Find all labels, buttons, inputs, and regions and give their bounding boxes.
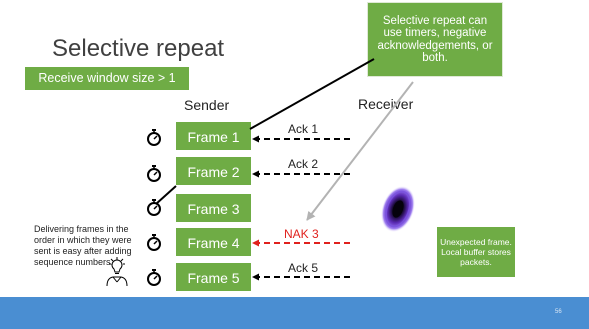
receive-window-label: Receive window size > 1 [25, 67, 189, 90]
frame-1: Frame 1 [176, 122, 251, 152]
lightbulb-person-icon [106, 257, 128, 287]
gray-pointer-arrow [306, 81, 414, 221]
unexpected-frame-text: Unexpected frame. Local buffer stores pa… [440, 237, 512, 267]
stopwatch-icon [147, 129, 161, 146]
timeout-slash-line [155, 185, 177, 205]
slide-title: Selective repeat [52, 35, 225, 62]
stopwatch-icon [147, 234, 161, 251]
frame-2: Frame 2 [176, 157, 251, 187]
ack-2-label: Ack 2 [288, 157, 319, 171]
footer-bar [0, 297, 589, 329]
black-hole-icon [380, 185, 416, 233]
selective-repeat-callout: Selective repeat can use timers, negativ… [367, 2, 503, 77]
frame-4: Frame 4 [176, 228, 251, 258]
frame-3: Frame 3 [176, 194, 251, 224]
stopwatch-icon [147, 269, 161, 286]
frame-5: Frame 5 [176, 263, 251, 293]
unexpected-frame-box: Unexpected frame. Local buffer stores pa… [437, 227, 515, 277]
callout-text: Selective repeat can use timers, negativ… [377, 14, 493, 65]
ack-1-label: Ack 1 [288, 122, 319, 136]
page-number: 56 [555, 309, 562, 315]
sender-label: Sender [184, 97, 230, 113]
stopwatch-icon [147, 199, 161, 216]
callout-connector-line [249, 58, 375, 130]
nak-3-label: NAK 3 [284, 227, 319, 241]
delivery-note: Delivering frames in the order in which … [34, 224, 132, 267]
ack-5-label: Ack 5 [288, 261, 319, 275]
stopwatch-icon [147, 165, 161, 182]
